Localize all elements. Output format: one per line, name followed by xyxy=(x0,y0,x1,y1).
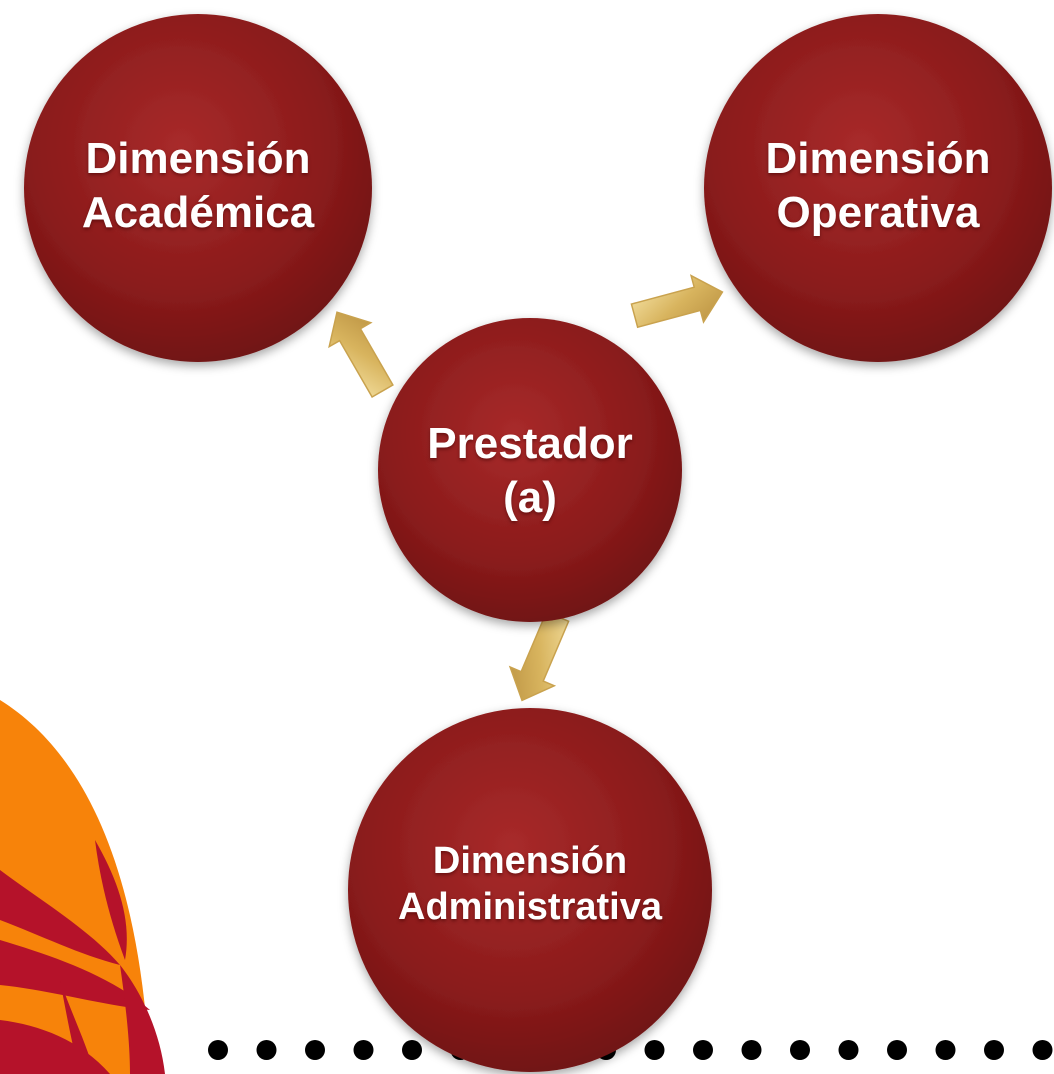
node-administrativa-label: Dimensión Administrativa xyxy=(360,838,700,931)
node-administrativa-line1: Dimensión xyxy=(432,840,628,882)
node-operativa-line1: Dimensión xyxy=(765,134,991,183)
dot xyxy=(644,1040,665,1060)
arrow-to-administrativa-icon xyxy=(508,610,570,702)
dotted-line xyxy=(208,1040,1053,1060)
node-academica-label: Dimensión Académica xyxy=(48,132,348,239)
dot xyxy=(1032,1040,1053,1060)
dot xyxy=(305,1040,325,1060)
arrow-to-operativa-icon xyxy=(630,274,724,329)
dot xyxy=(693,1040,713,1060)
dot xyxy=(256,1040,277,1060)
dot xyxy=(790,1040,810,1060)
node-operativa-line2: Operativa xyxy=(776,187,980,237)
node-administrativa-circle xyxy=(348,708,712,1072)
dot xyxy=(984,1040,1004,1060)
dot xyxy=(887,1040,907,1060)
node-academica-line1: Dimensión xyxy=(85,134,311,183)
node-administrativa-line2: Administrativa xyxy=(398,886,662,929)
node-prestador-line2: (a) xyxy=(503,472,557,522)
dot xyxy=(208,1040,228,1060)
dot xyxy=(353,1040,374,1060)
node-operativa-label: Dimensión Operativa xyxy=(728,132,1028,239)
arrow-to-academica-icon xyxy=(328,311,394,398)
dot xyxy=(402,1040,422,1060)
node-academica-line2: Académica xyxy=(81,187,315,237)
dot xyxy=(741,1040,762,1060)
node-prestador-circle xyxy=(378,318,682,622)
node-operativa-circle xyxy=(704,14,1052,362)
node-academica-circle xyxy=(24,14,372,362)
dot xyxy=(935,1040,956,1060)
dot xyxy=(838,1040,859,1060)
stylized-bird-logo-icon xyxy=(0,840,165,1074)
node-prestador-label: Prestador (a) xyxy=(390,417,670,524)
node-prestador-line1: Prestador xyxy=(427,419,633,468)
